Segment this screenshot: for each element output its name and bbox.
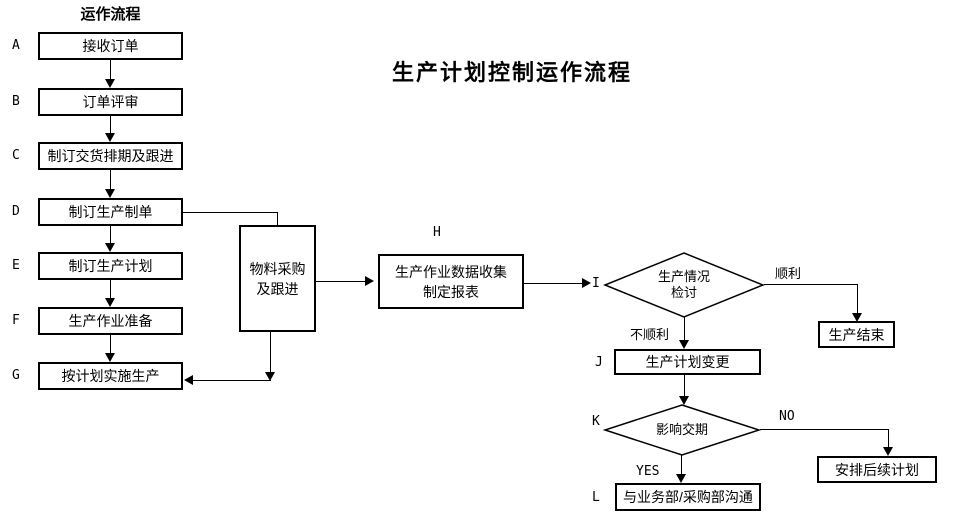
connector-k-followup-h	[760, 429, 889, 430]
connector-k-l	[681, 455, 682, 475]
arrowhead-k-followup	[883, 447, 893, 456]
process-box-g: 按计划实施生产	[38, 362, 183, 390]
arrowhead-e-f	[105, 298, 115, 307]
decision-diamond-k: 影响交期	[603, 404, 761, 456]
arrowhead-k-l	[676, 474, 686, 483]
branch-label-no: NO	[779, 409, 795, 424]
process-box-h: 生产作业数据收集 制定报表	[378, 254, 524, 309]
h-box-line2: 制定报表	[423, 283, 479, 300]
connector-c-d	[110, 170, 111, 190]
arrowhead-j-k	[679, 396, 689, 405]
process-box-f: 生产作业准备	[38, 307, 183, 335]
column-title: 运作流程	[80, 6, 141, 23]
branch-label-not-smooth: 不顺利	[630, 327, 670, 342]
process-box-a: 接收订单	[38, 32, 183, 60]
process-box-l: 与业务部/采购部沟通	[615, 483, 761, 511]
branch-label-yes: YES	[636, 464, 660, 479]
arrowhead-material-down	[265, 372, 275, 381]
process-box-c: 制订交货排期及跟进	[38, 142, 183, 170]
process-box-material: 物料采购 及跟进	[239, 225, 316, 332]
connector-i-end-v	[857, 284, 858, 314]
connector-d-material-v	[277, 212, 278, 225]
step-letter-j: J	[595, 355, 603, 370]
process-box-j: 生产计划变更	[614, 349, 761, 375]
process-box-b: 订单评审	[38, 88, 183, 116]
connector-k-followup-v	[888, 429, 889, 448]
connector-material-g	[186, 380, 271, 381]
arrowhead-h-i	[582, 278, 591, 288]
connector-h-i	[524, 283, 583, 284]
connector-i-end-h	[764, 284, 858, 285]
branch-label-smooth: 顺利	[775, 266, 802, 281]
material-box-line2: 及跟进	[256, 280, 299, 297]
step-letter-g: G	[12, 368, 20, 383]
step-letter-d: D	[12, 204, 20, 219]
step-letter-c: C	[12, 148, 20, 163]
diamond-k-line1: 影响交期	[655, 422, 708, 437]
connector-d-material-h	[182, 212, 278, 213]
connector-a-b	[110, 60, 111, 80]
step-letter-l: L	[592, 490, 600, 505]
connector-material-down	[270, 332, 271, 373]
page-title: 生产计划控制运作流程	[391, 60, 632, 85]
step-letter-b: B	[12, 94, 20, 109]
connector-b-c	[110, 116, 111, 134]
arrowhead-i-j	[679, 340, 689, 349]
decision-diamond-i: 生产情况 检讨	[603, 252, 765, 318]
diamond-k-text: 影响交期	[603, 404, 761, 456]
step-letter-k: K	[592, 414, 600, 429]
process-box-e: 制订生产计划	[38, 252, 183, 280]
connector-d-e	[110, 226, 111, 244]
connector-i-j	[684, 317, 685, 341]
arrowhead-a-b	[105, 79, 115, 88]
arrowhead-material-h	[365, 276, 374, 286]
connector-j-k	[684, 375, 685, 397]
arrowhead-d-e	[105, 243, 115, 252]
diamond-k-shape	[603, 404, 761, 456]
arrowhead-i-end	[852, 313, 862, 322]
step-letter-a: A	[12, 38, 20, 53]
arrowhead-b-c	[105, 133, 115, 142]
connector-material-h	[316, 281, 366, 282]
step-letter-i: I	[592, 276, 600, 291]
diamond-i-text: 生产情况 检讨	[603, 252, 765, 318]
h-box-line1: 生产作业数据收集	[395, 263, 507, 280]
step-letter-h: H	[433, 225, 441, 240]
arrowhead-c-d	[105, 189, 115, 198]
process-box-followup: 安排后续计划	[817, 456, 937, 483]
diamond-i-line2: 检讨	[670, 285, 697, 300]
diamond-i-line1: 生产情况	[657, 269, 710, 284]
material-box-line1: 物料采购	[249, 260, 306, 277]
arrowhead-f-g	[105, 353, 115, 362]
process-box-d: 制订生产制单	[38, 198, 183, 226]
step-letter-f: F	[12, 313, 20, 328]
process-box-end: 生产结束	[818, 321, 895, 348]
connector-e-f	[110, 280, 111, 299]
step-letter-e: E	[12, 258, 20, 273]
arrowhead-material-g	[184, 375, 193, 385]
connector-f-g	[110, 335, 111, 354]
